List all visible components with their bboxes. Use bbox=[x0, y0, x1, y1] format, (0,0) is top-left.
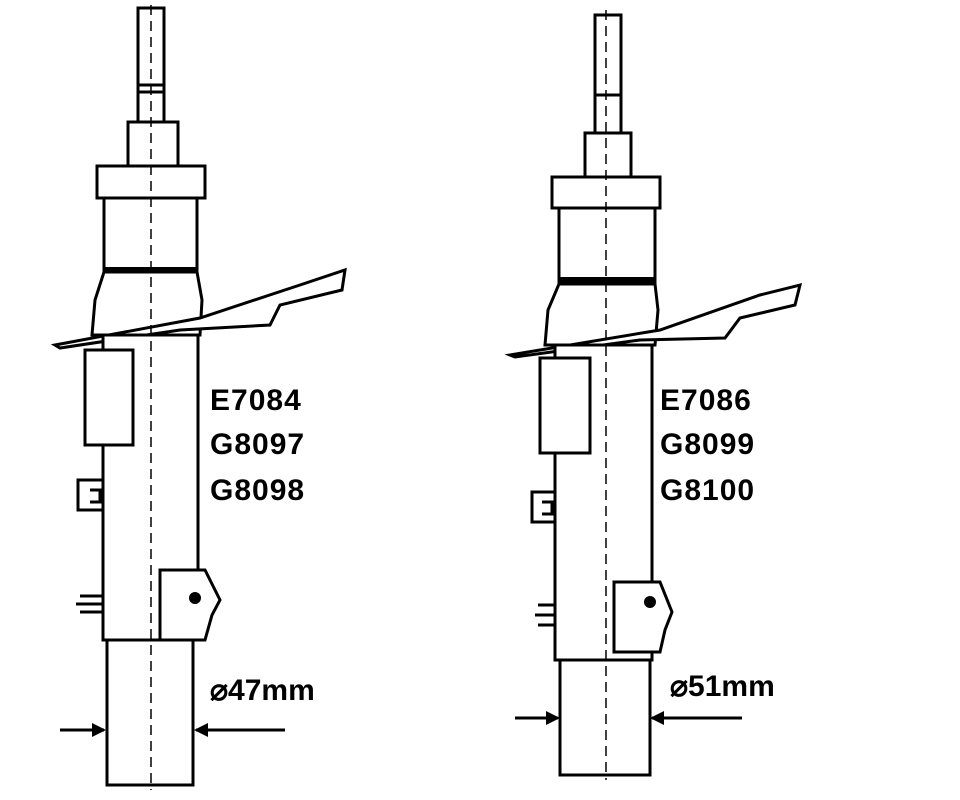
left-strut-drawing bbox=[50, 5, 347, 790]
right-diameter-label: ⌀51mm bbox=[670, 670, 775, 703]
right-part-number-1: E7086 bbox=[660, 384, 752, 417]
left-part-number-1: E7084 bbox=[210, 384, 302, 417]
left-part-number-3: G8098 bbox=[210, 474, 306, 507]
left-diameter-label: ⌀47mm bbox=[210, 674, 315, 707]
right-strut-drawing bbox=[504, 10, 803, 780]
right-part-number-2: G8099 bbox=[660, 428, 756, 461]
right-part-number-3: G8100 bbox=[660, 474, 756, 507]
left-part-number-2: G8097 bbox=[210, 428, 306, 461]
